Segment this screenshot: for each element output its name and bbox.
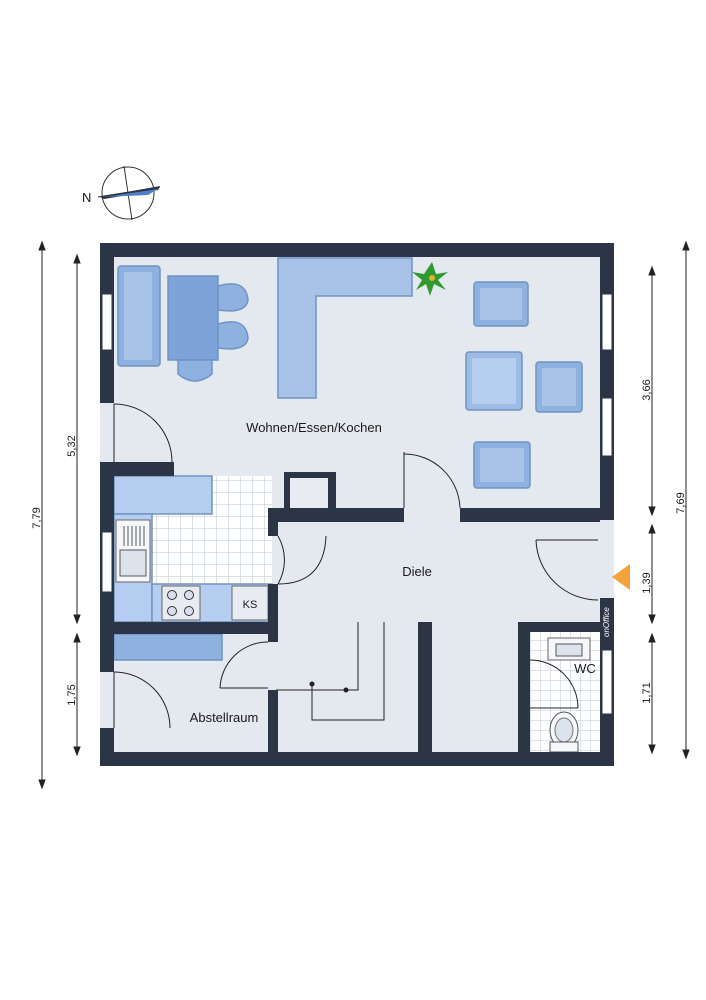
dim-right-total: 7,69 bbox=[675, 492, 687, 513]
entrance-opening bbox=[600, 520, 614, 598]
fridge-label: KS bbox=[243, 599, 258, 611]
dim-left-lower: 1,75 bbox=[66, 684, 78, 705]
plant-icon bbox=[412, 262, 448, 296]
wc-basin-icon bbox=[547, 637, 591, 661]
stove-icon bbox=[161, 585, 201, 621]
toilet-icon bbox=[549, 711, 579, 753]
kitchen-counter-lower bbox=[113, 475, 213, 515]
room-label-living: Wohnen/Essen/Kochen bbox=[246, 420, 382, 435]
storage-shelf bbox=[113, 633, 223, 661]
compass-north-label: N bbox=[82, 190, 91, 205]
chair bbox=[177, 359, 213, 382]
staircase bbox=[276, 622, 385, 721]
brand-logo: onOffice bbox=[602, 607, 611, 637]
dining-table bbox=[167, 275, 219, 361]
chair bbox=[217, 283, 249, 312]
dim-right-upper: 3,66 bbox=[641, 379, 653, 400]
sink-icon bbox=[115, 519, 151, 583]
room-label-storage: Abstellraum bbox=[190, 710, 259, 725]
chair bbox=[217, 321, 249, 350]
room-label-wc: WC bbox=[574, 661, 596, 676]
dim-right-lower: 1,71 bbox=[641, 682, 653, 703]
dimension-lines bbox=[38, 240, 690, 790]
kitchen-counter bbox=[277, 257, 413, 399]
door-swings bbox=[113, 403, 599, 729]
dim-left-total: 7,79 bbox=[31, 507, 43, 528]
dim-left-upper: 5,32 bbox=[66, 435, 78, 456]
fridge: KS bbox=[231, 585, 269, 621]
dim-right-middle: 1,39 bbox=[641, 572, 653, 593]
compass: N bbox=[82, 165, 161, 221]
windows bbox=[101, 293, 613, 715]
entrance-marker-icon bbox=[612, 564, 630, 590]
room-label-hall: Diele bbox=[402, 564, 432, 579]
